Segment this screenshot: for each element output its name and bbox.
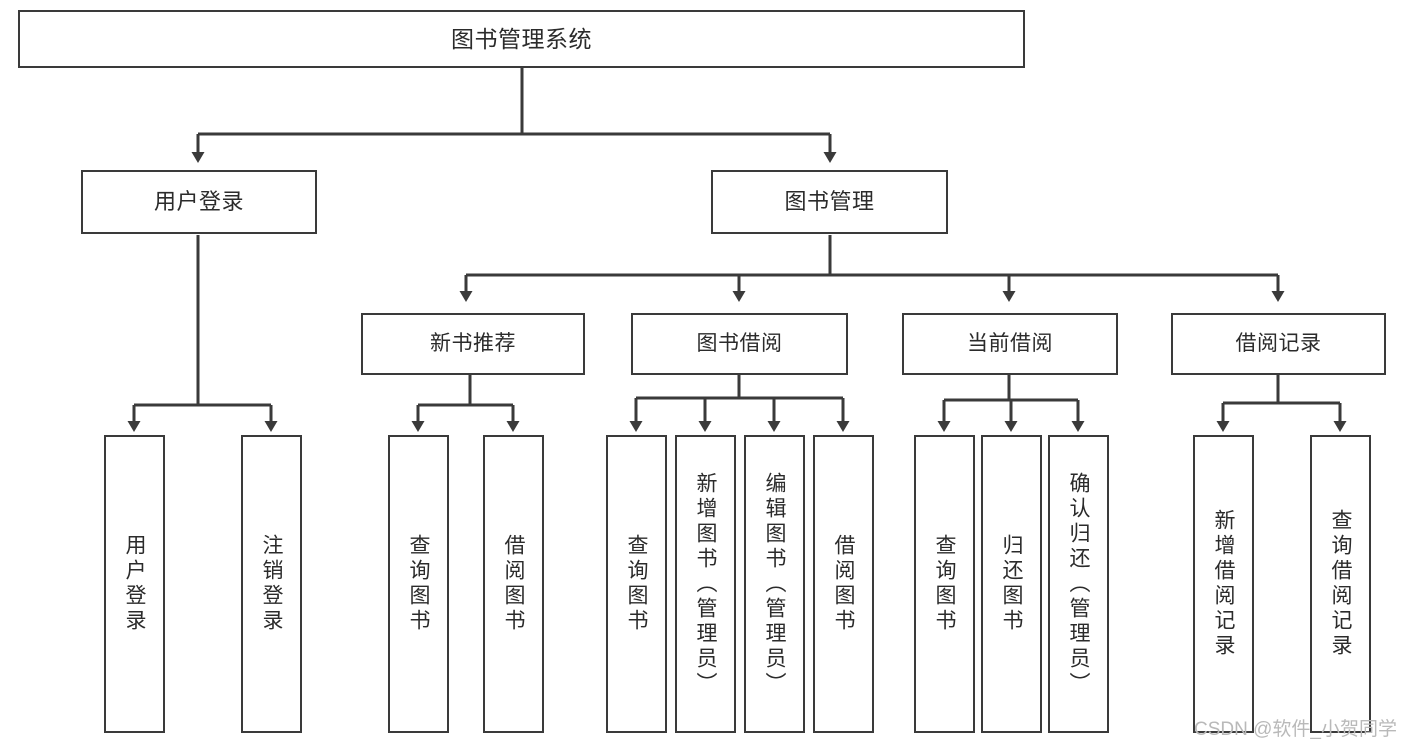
leaf-inner: 查询借阅记录	[1312, 437, 1369, 731]
node-label: 查询图书	[407, 534, 430, 634]
leaf-current-borrow-confirm-return-admin[interactable]: 确认归还（管理员）	[1048, 435, 1109, 733]
node-label: 查询图书	[625, 534, 648, 634]
leaf-book-borrow-add-book-admin[interactable]: 新增图书（管理员）	[675, 435, 736, 733]
node-label: 归还图书	[1000, 534, 1023, 634]
leaf-inner: 借阅图书	[815, 437, 872, 731]
node-new-book-recommend[interactable]: 新书推荐	[361, 313, 585, 375]
node-label: 图书管理系统	[451, 25, 592, 52]
leaf-current-borrow-query-book[interactable]: 查询图书	[914, 435, 975, 733]
node-label: 新增借阅记录	[1212, 509, 1235, 659]
node-label: 查询借阅记录	[1329, 509, 1352, 659]
leaf-new-book-query-book[interactable]: 查询图书	[388, 435, 449, 733]
node-root-book-management-system[interactable]: 图书管理系统	[18, 10, 1025, 68]
leaf-inner: 新增借阅记录	[1195, 437, 1252, 731]
node-current-borrow[interactable]: 当前借阅	[902, 313, 1118, 375]
leaf-inner: 注销登录	[243, 437, 300, 731]
leaf-inner: 确认归还（管理员）	[1050, 437, 1107, 731]
leaf-book-borrow-edit-book-admin[interactable]: 编辑图书（管理员）	[744, 435, 805, 733]
node-label: 编辑图书（管理员）	[763, 471, 786, 697]
csdn-watermark: CSDN @软件_小贺同学	[1194, 719, 1397, 740]
leaf-inner: 用户登录	[106, 437, 163, 731]
leaf-book-borrow-query-book[interactable]: 查询图书	[606, 435, 667, 733]
node-user-login[interactable]: 用户登录	[81, 170, 317, 234]
leaf-inner: 借阅图书	[485, 437, 542, 731]
node-label: 借阅图书	[502, 534, 525, 634]
leaf-inner: 新增图书（管理员）	[677, 437, 734, 731]
node-label: 图书管理	[784, 189, 875, 215]
leaf-user-login-login[interactable]: 用户登录	[104, 435, 165, 733]
node-label: 用户登录	[123, 534, 146, 634]
node-label: 查询图书	[933, 534, 956, 634]
leaf-inner: 查询图书	[390, 437, 447, 731]
leaf-borrow-records-add-record[interactable]: 新增借阅记录	[1193, 435, 1254, 733]
node-label: 注销登录	[260, 534, 283, 634]
leaf-borrow-records-query-record[interactable]: 查询借阅记录	[1310, 435, 1371, 733]
node-book-management[interactable]: 图书管理	[711, 170, 948, 234]
leaf-inner: 编辑图书（管理员）	[746, 437, 803, 731]
leaf-current-borrow-return-book[interactable]: 归还图书	[981, 435, 1042, 733]
leaf-user-login-logout[interactable]: 注销登录	[241, 435, 302, 733]
node-label: 当前借阅	[967, 331, 1053, 355]
node-label: 确认归还（管理员）	[1067, 471, 1090, 697]
node-label: 用户登录	[153, 189, 244, 215]
node-label: 图书借阅	[696, 331, 783, 355]
leaf-inner: 查询图书	[916, 437, 973, 731]
node-label: 借阅图书	[832, 534, 855, 634]
node-book-borrow[interactable]: 图书借阅	[631, 313, 848, 375]
leaf-inner: 归还图书	[983, 437, 1040, 731]
node-label: 新增图书（管理员）	[694, 471, 717, 697]
node-label: 新书推荐	[430, 331, 516, 355]
node-borrow-records[interactable]: 借阅记录	[1171, 313, 1386, 375]
leaf-new-book-borrow-book[interactable]: 借阅图书	[483, 435, 544, 733]
leaf-book-borrow-borrow-book[interactable]: 借阅图书	[813, 435, 874, 733]
leaf-inner: 查询图书	[608, 437, 665, 731]
node-label: 借阅记录	[1235, 331, 1322, 355]
